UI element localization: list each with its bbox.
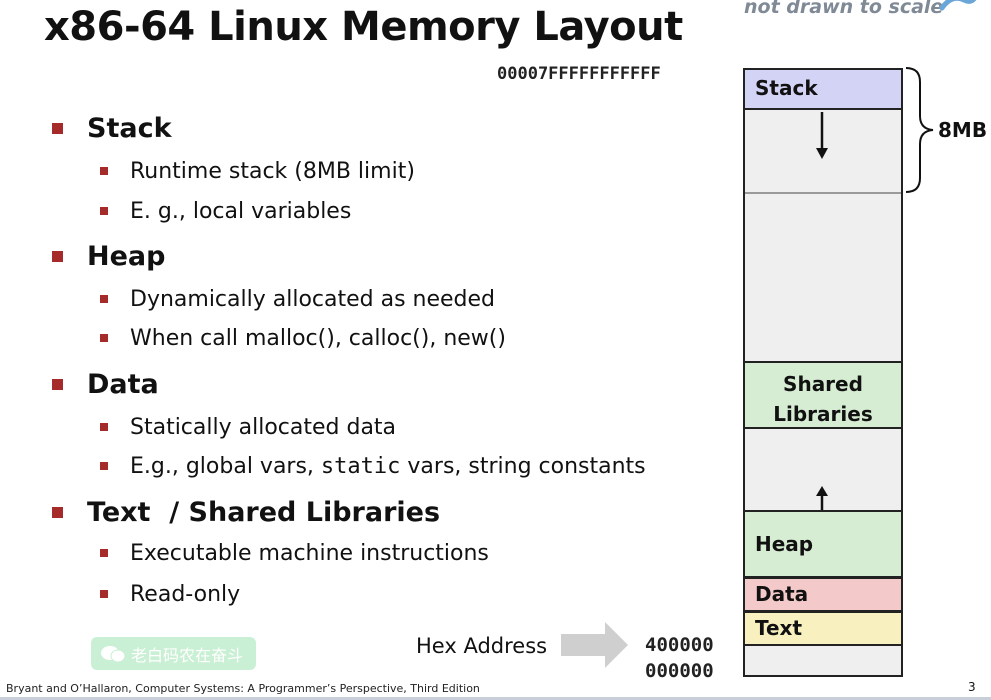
section-title: Stack: [87, 112, 172, 144]
segment-stack: Stack: [743, 68, 903, 110]
bullet-square-icon: [52, 122, 63, 134]
list-item: Runtime stack (8MB limit): [100, 156, 415, 186]
section-heap: Heap Dynamically allocated as needed Whe…: [52, 236, 506, 351]
stack-grow-arrow-icon: [816, 112, 828, 159]
sub-bullet-icon: [100, 334, 108, 342]
list-item: Statically allocated data: [100, 412, 396, 442]
bullet-square-icon: [52, 250, 63, 262]
heap-grow-arrow-icon: [816, 486, 828, 510]
stack-size-label: 8MB: [938, 118, 988, 142]
list-item: Executable machine instructions: [100, 538, 489, 568]
address-000000: 000000: [645, 660, 714, 682]
section-text-shared: Text / Shared Libraries Executable machi…: [52, 492, 489, 607]
stack-limit-line: [745, 192, 901, 194]
wechat-icon: [101, 645, 126, 662]
section-title: Data: [87, 368, 159, 400]
bullet-square-icon: [52, 506, 63, 518]
sub-bullet-icon: [100, 462, 108, 470]
scale-note: not drawn to scale: [744, 0, 944, 18]
wechat-watermark: 老白码农在奋斗: [91, 637, 256, 670]
list-item: Dynamically allocated as needed: [100, 284, 495, 314]
list-item: Read-only: [100, 579, 240, 609]
sub-bullet-icon: [100, 295, 108, 303]
list-item: When call malloc(), calloc(), new(): [100, 323, 506, 353]
code-keyword: static: [320, 453, 401, 479]
section-title: Heap: [87, 240, 166, 272]
bottom-bar: [0, 697, 991, 700]
footer-citation: Bryant and O’Hallaron, Computer Systems:…: [6, 682, 480, 695]
list-item: E.g., global vars, static vars, string c…: [100, 451, 646, 481]
section-title: Text / Shared Libraries: [87, 496, 441, 528]
section-stack: Stack Runtime stack (8MB limit) E. g., l…: [52, 108, 415, 224]
hex-address-arrow-icon: [561, 622, 628, 668]
segment-heap: Heap: [743, 510, 903, 578]
list-item: E. g., local variables: [100, 196, 351, 226]
sub-bullet-icon: [100, 590, 108, 598]
sub-bullet-icon: [100, 549, 108, 557]
page-number: 3: [968, 680, 976, 694]
section-data: Data Statically allocated data E.g., glo…: [52, 364, 646, 479]
logo-fragment-icon: [939, 0, 977, 11]
slide-title: x86-64 Linux Memory Layout: [44, 4, 683, 50]
segment-shared-libraries: Shared Libraries: [743, 361, 903, 429]
bullet-square-icon: [52, 378, 63, 390]
top-address: 00007FFFFFFFFFFF: [497, 64, 661, 84]
address-400000: 400000: [645, 634, 714, 656]
hex-address-label: Hex Address: [416, 634, 548, 658]
sub-bullet-icon: [100, 167, 108, 175]
sub-bullet-icon: [100, 423, 108, 431]
brace-icon: [905, 67, 934, 193]
sub-bullet-icon: [100, 207, 108, 215]
segment-text: Text: [743, 611, 903, 646]
